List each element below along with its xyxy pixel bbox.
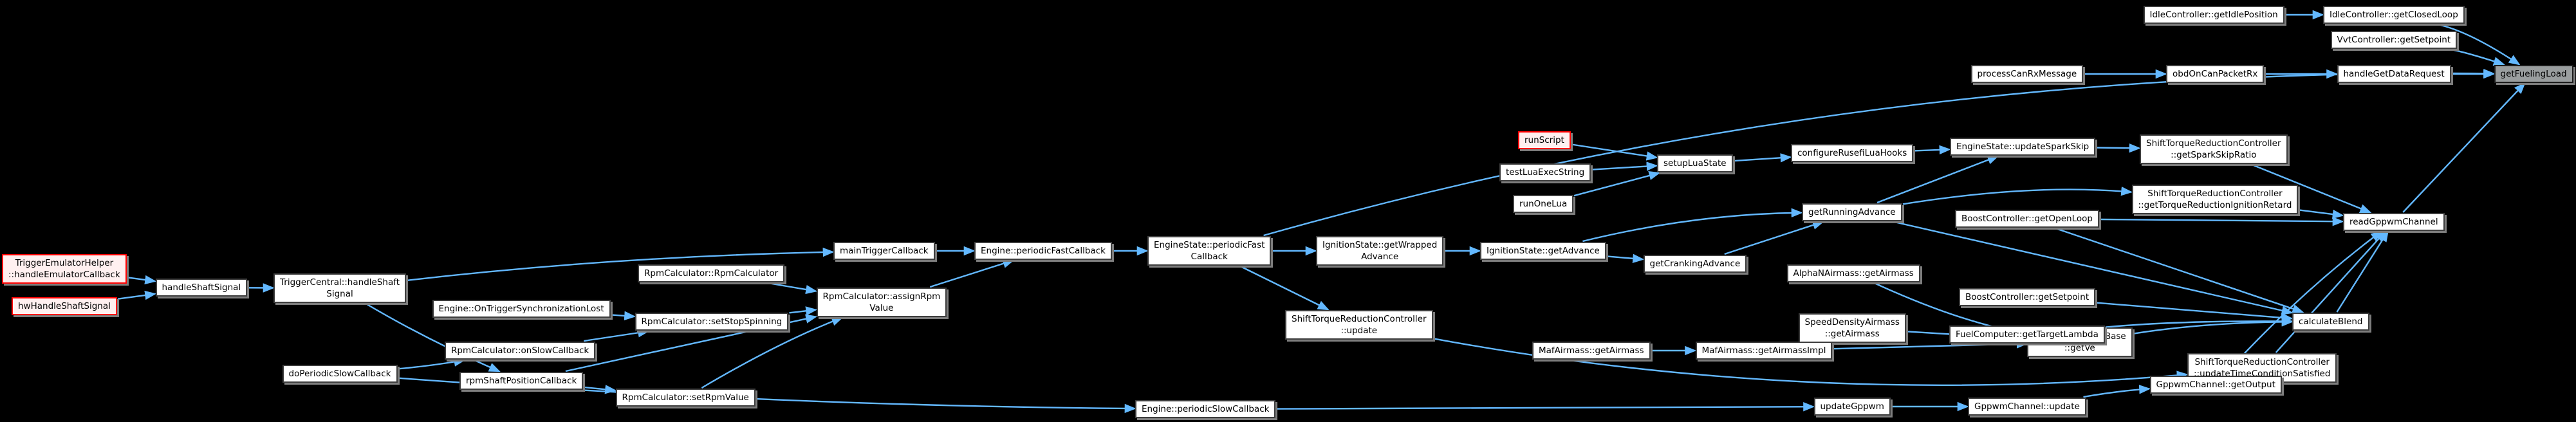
node-mainTriggerCallback[interactable]: mainTriggerCallback: [833, 242, 935, 261]
edge-IgnitionState_getAdvance--getCrankingAdvance: [1606, 253, 1645, 263]
edge-RpmCalculator_setRpmValue--RpmCalculator_assignRpmValue: [701, 316, 844, 389]
edge-Engine_periodicSlowCallback--updateGppwm: [1275, 402, 1815, 412]
node-FuelComputer_getTargetLambda[interactable]: FuelComputer::getTargetLambda: [1949, 326, 2105, 344]
node-GppwmChannel_update[interactable]: GppwmChannel::update: [1968, 398, 2086, 416]
edge-getCrankingAdvance--getRunningAdvance: [1724, 220, 1824, 255]
node-MafAirmass_getAirmassImpl[interactable]: MafAirmass::getAirmassImpl: [1695, 342, 1833, 360]
edge-ShiftTorqueReductionController_updateTimeConditionSatisfied--readGppwmChannel: [2275, 230, 2387, 353]
edge-ShiftTorqueReductionController_getTorqueReductionIgnitionRetard--readGppwmChannel: [2299, 209, 2344, 219]
edge-EngineState_periodicFastCallback--getFuelingLoad: [1263, 68, 2496, 237]
node-readGppwmChannel[interactable]: readGppwmChannel: [2343, 213, 2445, 232]
node-RpmCalculator_RpmCalculator[interactable]: RpmCalculator::RpmCalculator: [638, 264, 785, 283]
edge-getRunningAdvance--ShiftTorqueReductionController_getTorqueReductionIgnitionRetard: [1902, 186, 2133, 205]
node-AlphaNAirmass_getAirmass[interactable]: AlphaNAirmass::getAirmass: [1786, 264, 1920, 283]
node-BoostController_getSetpoint[interactable]: BoostController::getSetpoint: [1959, 288, 2096, 307]
node-IdleController_getClosedLoop[interactable]: IdleController::getClosedLoop: [2323, 6, 2465, 24]
node-ShiftTorqueReductionController_update[interactable]: ShiftTorqueReductionController ::update: [1285, 310, 1433, 340]
node-runScript[interactable]: runScript: [1518, 131, 1571, 150]
node-VvtController_getSetpoint[interactable]: VvtController::getSetpoint: [2330, 31, 2458, 50]
node-IdleController_getIdlePosition[interactable]: IdleController::getIdlePosition: [2143, 6, 2284, 24]
edge-setupLuaState--configureRusefiLuaHooks: [1733, 153, 1792, 163]
node-RpmCalculator_onSlowCallback[interactable]: RpmCalculator::onSlowCallback: [445, 342, 596, 360]
node-RpmCalculator_assignRpmValue[interactable]: RpmCalculator::assignRpm Value: [816, 288, 947, 318]
edge-RpmCalculator_assignRpmValue--Engine_periodicFastCallback: [929, 259, 1015, 288]
node-doPeriodicSlowCallback[interactable]: doPeriodicSlowCallback: [282, 365, 398, 383]
edge-EngineState_updateSparkSkip--ShiftTorqueReductionController_getSparkSkipRatio: [2095, 143, 2141, 153]
edge-readGppwmChannel--getFuelingLoad: [2402, 82, 2526, 213]
node-Engine_OnTriggerSynchronizationLost[interactable]: Engine::OnTriggerSynchronizationLost: [432, 300, 611, 318]
node-configureRusefiLuaHooks[interactable]: configureRusefiLuaHooks: [1791, 144, 1914, 163]
node-setupLuaState[interactable]: setupLuaState: [1657, 154, 1733, 173]
node-Engine_periodicSlowCallback[interactable]: Engine::periodicSlowCallback: [1135, 400, 1276, 419]
node-TriggerCentral_handleShaftSignal[interactable]: TriggerCentral::handleShaft Signal: [273, 273, 407, 304]
edge-ShiftTorqueReductionController_getSparkSkipRatio--readGppwmChannel: [2252, 163, 2372, 214]
node-rpmShaftPositionCallback[interactable]: rpmShaftPositionCallback: [459, 372, 584, 390]
edge-AirmassVeModelBase_getVe--calculateBlend: [2133, 317, 2293, 335]
node-RpmCalculator_setStopSpinning[interactable]: RpmCalculator::setStopSpinning: [635, 313, 789, 331]
node-RpmCalculator_setRpmValue[interactable]: RpmCalculator::setRpmValue: [615, 389, 755, 407]
node-hwHandleShaftSignal[interactable]: hwHandleShaftSignal: [12, 297, 117, 316]
edge-runScript--setupLuaState: [1571, 143, 1658, 161]
edge-RpmCalculator_onSlowCallback--RpmCalculator_setStopSpinning: [584, 328, 650, 342]
node-SpeedDensityAirmass_getAirmass[interactable]: SpeedDensityAirmass ::getAirmass: [1798, 313, 1906, 344]
edge-BoostController_getOpenLoop--calculateBlend: [2055, 227, 2304, 313]
edge-hwHandleShaftSignal--handleShaftSignal: [117, 290, 157, 300]
edge-handleEmulatorCallback--handleShaftSignal: [127, 275, 157, 285]
edge-RpmCalculator_RpmCalculator--RpmCalculator_assignRpmValue: [768, 282, 818, 295]
node-obdOnCanPacketRx[interactable]: obdOnCanPacketRx: [2166, 65, 2265, 84]
node-ShiftTorqueReductionController_getTorqueReductionIgnitionRetard[interactable]: ShiftTorqueReductionController ::getTorq…: [2131, 185, 2299, 215]
node-calculateBlend[interactable]: calculateBlend: [2292, 313, 2369, 331]
edge-FuelComputer_getTargetLambda--calculateBlend: [2105, 316, 2293, 328]
edge-EngineState_periodicFastCallback--ShiftTorqueReductionController_update: [1240, 265, 1330, 311]
edge-GppwmChannel_update--GppwmChannel_getOutput: [2083, 385, 2151, 398]
node-ShiftTorqueReductionController_getSparkSkipRatio[interactable]: ShiftTorqueReductionController ::getSpar…: [2140, 134, 2288, 165]
edge-IdleController_getClosedLoop--getFuelingLoad: [2437, 23, 2521, 66]
node-handleShaftSignal[interactable]: handleShaftSignal: [155, 279, 248, 297]
node-IgnitionState_getAdvance[interactable]: IgnitionState::getAdvance: [1480, 242, 1606, 261]
edge-rpmShaftPositionCallback--RpmCalculator_setRpmValue: [583, 385, 617, 394]
node-IgnitionState_getWrappedAdvance[interactable]: IgnitionState::getWrapped Advance: [1316, 236, 1444, 266]
node-handleGetDataRequest[interactable]: handleGetDataRequest: [2337, 65, 2451, 84]
node-processCanRxMessage[interactable]: processCanRxMessage: [1970, 65, 2084, 84]
edge-TriggerCentral_handleShaftSignal--rpmShaftPositionCallback: [365, 302, 501, 372]
edge-IgnitionState_getAdvance--getRunningAdvance: [1582, 208, 1803, 243]
edge-getRunningAdvance--calculateBlend: [1894, 221, 2293, 315]
edge-Engine_OnTriggerSynchronizationLost--RpmCalculator_setStopSpinning: [611, 311, 636, 321]
edge-getRunningAdvance--EngineState_updateSparkSkip: [1876, 155, 1999, 204]
edge-MafAirmass_getAirmassImpl--AirmassVeModelBase_getVe: [1833, 339, 2028, 350]
node-getCrankingAdvance[interactable]: getCrankingAdvance: [1643, 255, 1747, 273]
node-runOneLua[interactable]: runOneLua: [1513, 195, 1574, 214]
node-Engine_periodicFastCallback[interactable]: Engine::periodicFastCallback: [974, 242, 1112, 261]
edge-calculateBlend--readGppwmChannel: [2336, 230, 2389, 313]
node-MafAirmass_getAirmass[interactable]: MafAirmass::getAirmass: [1532, 342, 1651, 360]
node-updateGppwm[interactable]: updateGppwm: [1813, 398, 1891, 416]
node-GppwmChannel_getOutput[interactable]: GppwmChannel::getOutput: [2149, 376, 2282, 394]
edge-testLuaExecString--setupLuaState: [1591, 161, 1658, 171]
node-testLuaExecString[interactable]: testLuaExecString: [1499, 163, 1591, 182]
node-BoostController_getOpenLoop[interactable]: BoostController::getOpenLoop: [1955, 210, 2099, 228]
edge-VvtController_getSetpoint--getFuelingLoad: [2451, 48, 2505, 66]
edge-doPeriodicSlowCallback--RpmCalculator_onSlowCallback: [398, 357, 466, 370]
node-EngineState_periodicFastCallback[interactable]: EngineState::periodicFast Callback: [1147, 236, 1272, 266]
edge-runOneLua--setupLuaState: [1573, 170, 1661, 197]
edge-TriggerCentral_handleShaftSignal--mainTriggerCallback: [406, 247, 835, 282]
node-EngineState_updateSparkSkip[interactable]: EngineState::updateSparkSkip: [1950, 138, 2096, 156]
edge-RpmCalculator_setStopSpinning--RpmCalculator_assignRpmValue: [789, 306, 818, 316]
edge-configureRusefiLuaHooks--EngineState_updateSparkSkip: [1913, 145, 1951, 155]
node-getFuelingLoad[interactable]: getFuelingLoad: [2494, 65, 2573, 84]
edge-BoostController_getOpenLoop--readGppwmChannel: [2099, 216, 2344, 226]
edge-BoostController_getSetpoint--calculateBlend: [2095, 302, 2293, 323]
node-handleEmulatorCallback[interactable]: TriggerEmulatorHelper ::handleEmulatorCa…: [2, 254, 127, 284]
node-getRunningAdvance[interactable]: getRunningAdvance: [1802, 203, 1902, 222]
